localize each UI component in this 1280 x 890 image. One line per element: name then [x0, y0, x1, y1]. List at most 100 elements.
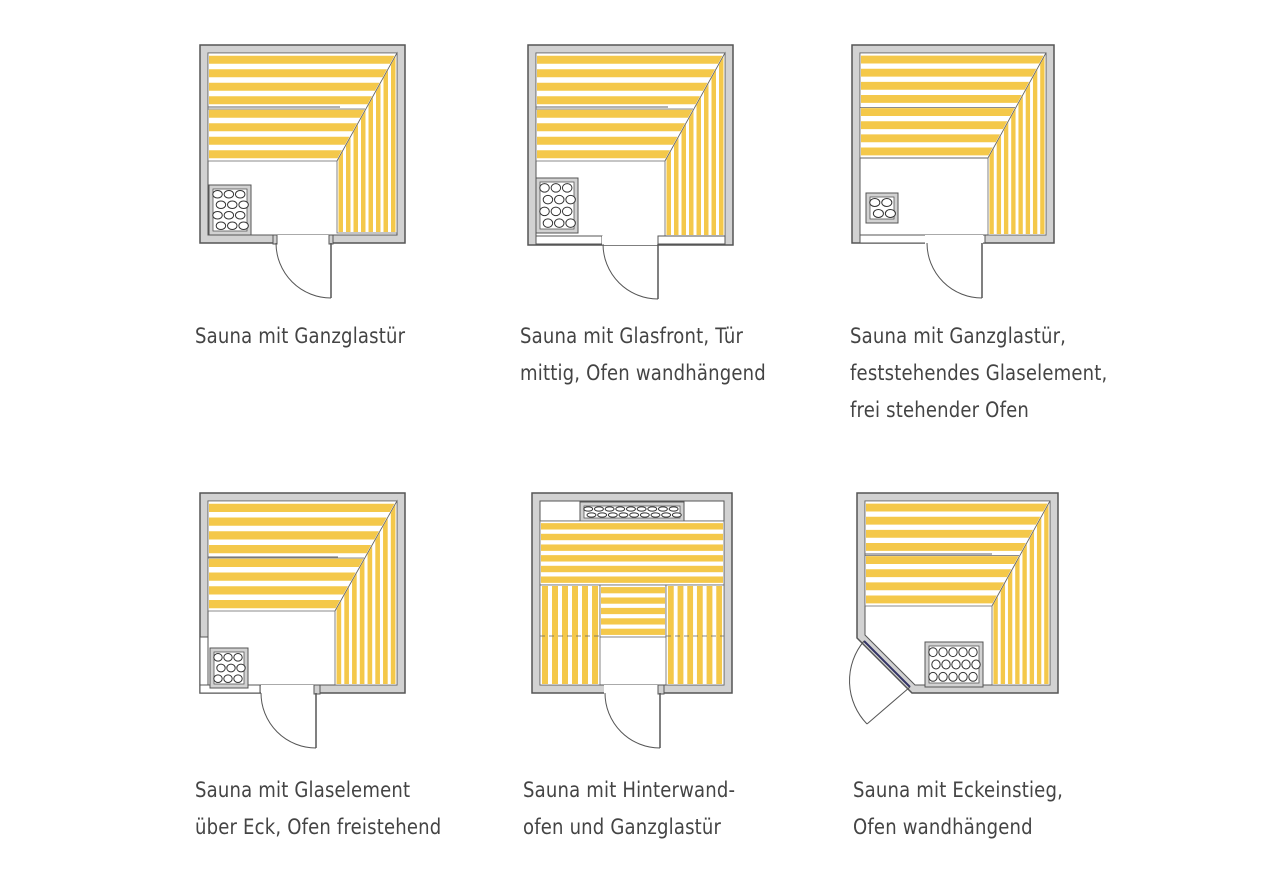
heater-stone: [931, 659, 941, 670]
bench-slat: [866, 569, 1012, 578]
bench-slat: [861, 147, 993, 156]
bench-slat: [677, 586, 684, 684]
caption-4: Sauna mit Glaselement über Eck, Ofen fre…: [195, 772, 441, 846]
heater-stone: [958, 647, 968, 658]
bench-slat: [209, 69, 387, 78]
heater-stone: [238, 200, 249, 210]
caption-5-line-1: Sauna mit Hinterwand-: [523, 778, 736, 802]
heater-stone: [647, 506, 658, 512]
bench-slat: [336, 601, 342, 684]
bench-slat: [542, 586, 548, 684]
glass-door: [275, 242, 332, 299]
heater-stone: [542, 218, 554, 228]
bench-slat: [562, 586, 568, 684]
bench-slat: [996, 135, 1002, 234]
heater-stone: [951, 659, 961, 670]
heater-stone: [554, 218, 565, 228]
heater-stone: [971, 659, 981, 670]
bench-slat: [1044, 504, 1049, 684]
bench-slat: [1029, 530, 1035, 684]
heater-stone: [958, 671, 968, 682]
bench-slat: [1032, 69, 1038, 234]
bench-slat: [1018, 96, 1023, 234]
bench-slat: [861, 95, 1022, 103]
bench-slat: [344, 587, 349, 684]
door-opening: [261, 685, 316, 694]
bench-slat: [209, 586, 348, 595]
heater-stone: [212, 210, 223, 220]
heater-stone: [881, 198, 893, 207]
heater-stone: [928, 647, 938, 658]
heater-stone: [928, 671, 938, 682]
heater-stone: [213, 674, 223, 684]
floor-plan-feststehend: [851, 44, 1055, 299]
bench-side: [336, 51, 398, 234]
bench-slat: [861, 81, 1030, 90]
door-jamb: [313, 684, 321, 695]
bench-slat: [209, 82, 380, 91]
bench-slat: [989, 148, 994, 234]
bench-slat: [601, 597, 665, 604]
caption-1: Sauna mit Ganzglastür: [195, 318, 405, 355]
floor-plan-hinterwandofen: [531, 492, 733, 749]
corner-bench: [207, 499, 398, 686]
heater-stone: [593, 506, 604, 512]
bench-slat: [209, 558, 364, 567]
bench-slat: [1000, 583, 1006, 684]
bench-slat: [667, 586, 674, 684]
bench-slat: [1040, 56, 1045, 234]
bench-slat: [861, 134, 1001, 143]
heater-stone: [941, 659, 951, 670]
bench-slat: [209, 531, 379, 540]
bench-slat: [537, 82, 708, 91]
heater-stone: [948, 647, 958, 658]
bench-slat: [359, 559, 365, 684]
wall-heater: [924, 641, 984, 688]
door-opening: [602, 236, 658, 245]
heater-stone: [586, 512, 597, 518]
bench-slat: [368, 97, 373, 232]
bench-slat: [537, 96, 700, 105]
heater-stone: [565, 194, 576, 205]
bench-slat: [541, 533, 723, 541]
glass-element: [859, 234, 986, 244]
heater-stone: [227, 200, 238, 210]
bench-slat: [601, 607, 665, 615]
bench-slat: [209, 150, 342, 159]
corner-glass-door: [863, 640, 911, 688]
caption-6-line-2: Ofen wandhängend: [853, 815, 1033, 839]
door-opening: [276, 235, 331, 245]
bench-slat: [346, 137, 351, 232]
bench-slat: [541, 576, 723, 583]
heater-stone: [583, 506, 594, 512]
door-swing-arc: [849, 640, 868, 725]
glass-door: [604, 692, 661, 749]
heater-stone: [238, 221, 249, 231]
bench-slat: [1011, 109, 1016, 234]
heater-stone: [550, 183, 562, 193]
caption-1-line-1: Sauna mit Ganzglastür: [195, 324, 406, 348]
bench-slat: [861, 68, 1037, 77]
bench-slat: [376, 83, 381, 232]
bench-slat: [209, 123, 357, 132]
bench-slat: [352, 573, 357, 684]
bench-slat: [209, 55, 395, 64]
heater-stone: [938, 647, 948, 658]
caption-3-line-3: frei stehender Ofen: [850, 398, 1030, 422]
bench-slat: [719, 56, 724, 236]
heater-stone: [565, 218, 576, 228]
caption-2-line-1: Sauna mit Glasfront, Tür: [520, 324, 744, 348]
bench-side: [991, 500, 1051, 686]
heater-stone: [650, 512, 661, 518]
door-opening: [925, 235, 983, 244]
bench-slat: [716, 586, 723, 684]
heater-stone: [948, 671, 958, 682]
heater-stone: [223, 210, 235, 220]
bench-slat: [375, 532, 380, 684]
bench-slat: [541, 565, 723, 573]
bench-slat: [861, 55, 1044, 64]
door-jamb: [657, 684, 665, 695]
bench-slat: [209, 96, 372, 105]
caption-6-line-1: Sauna mit Eckeinstieg,: [853, 778, 1064, 802]
caption-5-line-2: ofen und Ganzglastür: [523, 815, 722, 839]
